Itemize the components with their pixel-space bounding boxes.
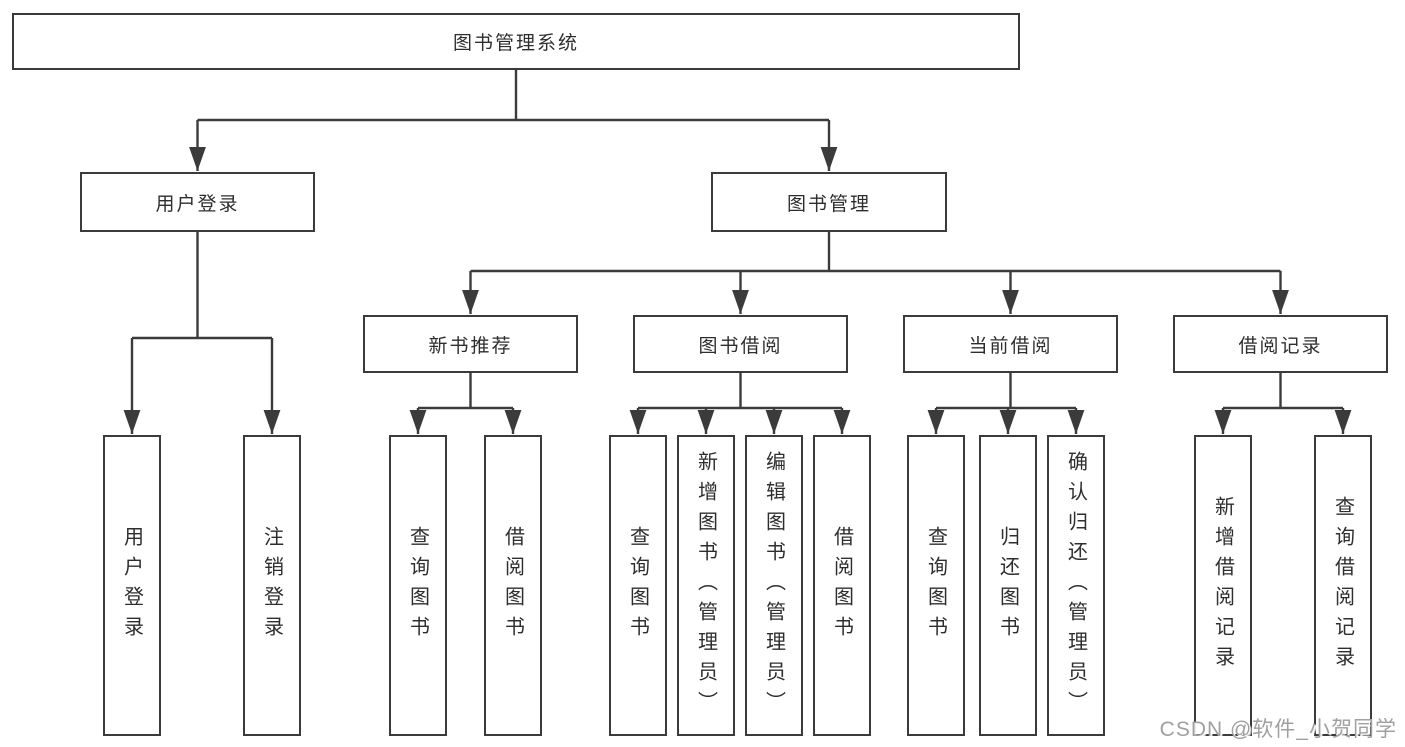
csdn-watermark: CSDN @软件_小贺同学 [1159,718,1397,741]
node-borrowing-records: 借阅记录 [1173,315,1388,373]
node-root: 图书管理系统 [12,13,1020,70]
leaf-edit-books-admin: 编辑图书（管理员） [745,435,803,736]
leaf-logout: 注销登录 [243,435,301,736]
leaf-confirm-return-admin: 确认归还（管理员） [1047,435,1105,736]
leaf-query-books-borrowing: 查询图书 [609,435,667,736]
connector-trunks [132,70,1343,410]
leaf-user-login: 用户登录 [103,435,161,736]
leaf-query-books-current: 查询图书 [907,435,965,736]
node-current-borrowing: 当前借阅 [903,315,1118,373]
leaf-borrow-books: 借阅图书 [813,435,871,736]
leaf-borrow-books-recommend: 借阅图书 [484,435,542,736]
leaf-return-books: 归还图书 [979,435,1037,736]
leaf-add-books-admin: 新增图书（管理员） [677,435,735,736]
leaf-query-borrow-record: 查询借阅记录 [1314,435,1372,736]
node-new-book-recommend: 新书推荐 [363,315,578,373]
leaf-add-borrow-record: 新增借阅记录 [1194,435,1252,736]
leaf-query-books-recommend: 查询图书 [389,435,447,736]
node-user-login: 用户登录 [80,172,315,232]
node-book-management: 图书管理 [711,172,947,232]
node-book-borrowing: 图书借阅 [633,315,848,373]
